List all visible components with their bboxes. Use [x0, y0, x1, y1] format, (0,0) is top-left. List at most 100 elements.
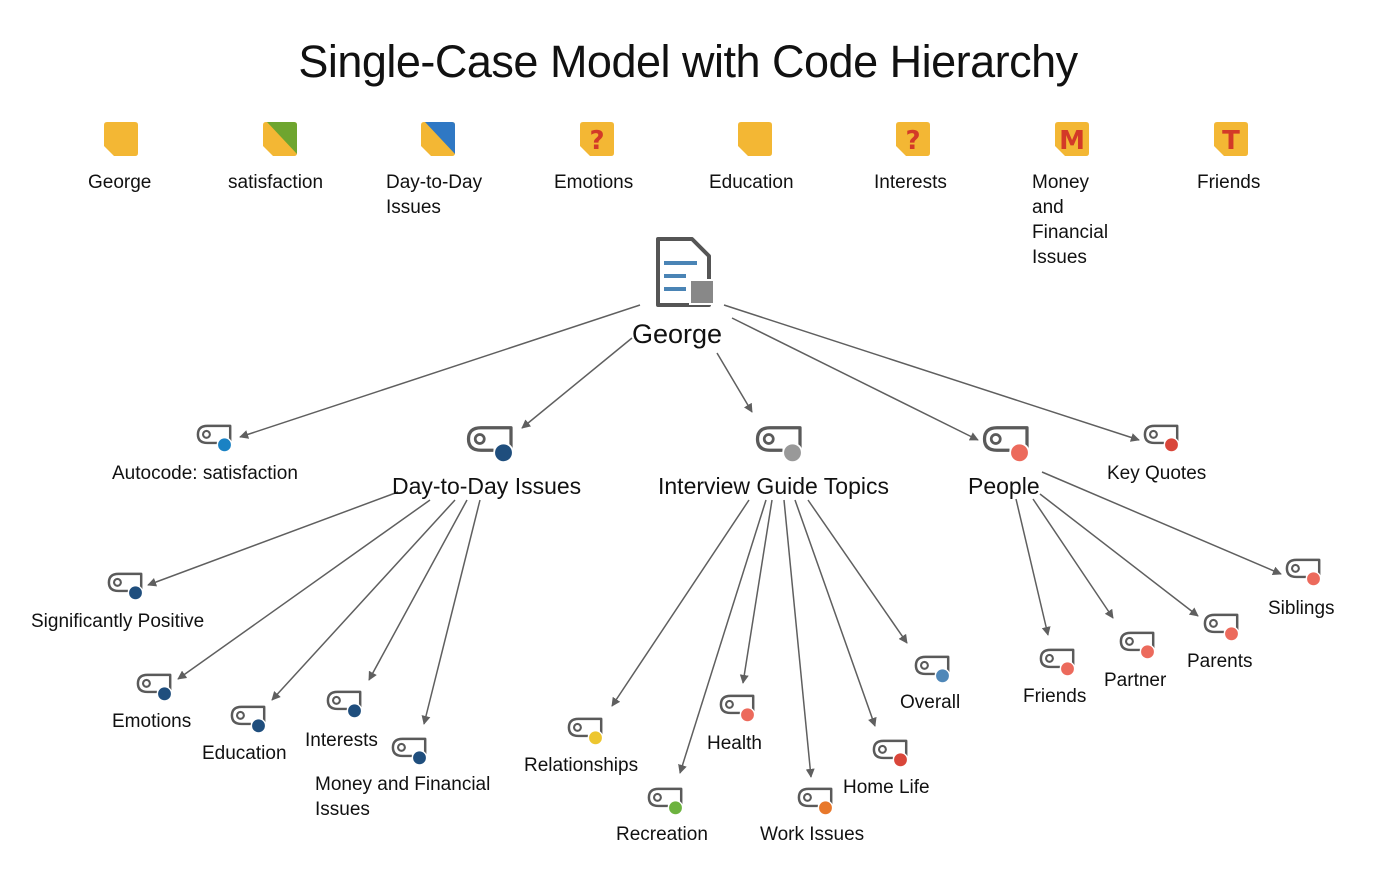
code-color-dot	[1305, 571, 1322, 587]
edge-igt-to-health	[739, 499, 773, 684]
legend-label: Emotions	[554, 172, 634, 193]
code-icon	[230, 705, 267, 734]
code-node-label: Partner	[1104, 670, 1167, 691]
code-color-dot	[782, 442, 803, 464]
code-color-dot	[411, 750, 428, 766]
code-icon	[567, 717, 604, 746]
edge-daytoday-to-interests	[368, 499, 468, 681]
edge-daytoday-to-education	[271, 499, 456, 701]
code-color-dot	[817, 800, 834, 816]
code-node-label: Friends	[1023, 686, 1087, 707]
code-color-dot	[250, 718, 267, 734]
code-icon	[107, 572, 144, 601]
edge-root-to-people	[731, 317, 979, 441]
edge-daytoday-to-sigpos	[147, 491, 399, 587]
edge-igt-to-relationships	[611, 499, 750, 707]
legend-label: George	[88, 172, 152, 193]
edge-igt-to-overall	[807, 499, 908, 644]
question-source-icon: ?	[896, 122, 930, 156]
code-color-dot	[346, 703, 363, 719]
edge-igt-to-homelife	[794, 499, 877, 727]
code-icon	[1285, 558, 1322, 587]
code-node-label: Money and Financial Issues	[315, 774, 491, 820]
edge-igt-to-recreation	[678, 499, 767, 774]
root-node-george[interactable]: George	[630, 236, 740, 356]
code-node-label: Home Life	[843, 777, 930, 798]
code-color-dot	[493, 442, 514, 464]
root-node-label: George	[632, 319, 723, 349]
code-icon	[1143, 424, 1180, 453]
code-node-label: People	[968, 473, 1040, 499]
legend-glyph: T	[1222, 126, 1240, 156]
edge-root-to-daytoday	[521, 337, 633, 429]
code-icon	[1039, 648, 1076, 677]
code-color-dot	[156, 686, 173, 702]
code-node-label: Parents	[1187, 651, 1253, 672]
code-node-label: Interview Guide Topics	[658, 473, 889, 499]
code-color-dot	[1009, 442, 1030, 464]
memo-source-icon: M	[1055, 122, 1089, 156]
code-icon	[196, 424, 233, 453]
code-node-label: Significantly Positive	[31, 611, 205, 632]
code-color-dot	[1223, 626, 1240, 642]
code-node-label: Autocode: satisfaction	[112, 463, 298, 484]
question-source-icon: ?	[580, 122, 614, 156]
edge-root-to-autocode	[239, 304, 641, 439]
case-note-icon	[104, 122, 138, 156]
case-document-icon	[656, 237, 715, 307]
autocode-source-icon	[263, 122, 297, 156]
legend-label: Interests	[874, 172, 947, 193]
code-color-dot	[1059, 661, 1076, 677]
code-color-dot	[216, 437, 233, 453]
code-icon	[797, 787, 834, 816]
edge-root-to-igt	[716, 352, 753, 413]
legend-glyph: M	[1059, 126, 1085, 156]
diagram-title: Single-Case Model with Code Hierarchy	[298, 36, 1078, 87]
code-icon	[466, 426, 514, 464]
code-node-label: Education	[202, 743, 287, 764]
code-icon	[719, 694, 756, 723]
edge-people-to-parents	[1039, 493, 1199, 617]
legend-label: Money and Financial Issues	[1032, 172, 1109, 268]
code-node-label: Emotions	[112, 711, 192, 732]
code-icon	[326, 690, 363, 719]
code-icon	[391, 737, 428, 766]
legend-glyph: ?	[905, 126, 920, 156]
code-icon	[1119, 631, 1156, 660]
code-node-label: Siblings	[1268, 598, 1335, 619]
text-source-icon: T	[1214, 122, 1248, 156]
code-icon	[982, 426, 1030, 464]
code-icon	[914, 655, 951, 684]
code-node-label: Recreation	[616, 824, 708, 845]
edge-people-to-friends	[1015, 498, 1051, 636]
code-node-label: Overall	[900, 692, 961, 713]
code-color-dot	[1163, 437, 1180, 453]
edge-igt-to-workissues	[783, 499, 815, 778]
code-icon	[755, 426, 803, 464]
code-color-dot	[739, 707, 756, 723]
code-icon	[136, 673, 173, 702]
legend-glyph: ?	[589, 126, 604, 156]
code-color-dot	[587, 730, 604, 746]
legend-label: Friends	[1197, 172, 1261, 193]
code-icon	[1203, 613, 1240, 642]
edge-daytoday-to-emotions	[177, 499, 431, 680]
legend-label: satisfaction	[228, 172, 324, 193]
code-color-dot	[127, 585, 144, 601]
code-icon	[872, 739, 909, 768]
edge-people-to-siblings	[1041, 471, 1282, 575]
code-node-label: Day-to-Day Issues	[392, 473, 582, 499]
code-node-label: Relationships	[524, 755, 639, 776]
edge-root-to-keyquotes	[723, 304, 1140, 442]
code-node-label: Work Issues	[760, 824, 865, 845]
code-source-icon	[421, 122, 455, 156]
code-node-label: Interests	[305, 730, 378, 751]
code-node-label: Health	[707, 733, 762, 754]
code-color-dot	[667, 800, 684, 816]
code-color-dot	[934, 668, 951, 684]
legend-label: Day-to-Day Issues	[386, 172, 483, 218]
source-icon	[738, 122, 772, 156]
legend-label: Education	[709, 172, 794, 193]
code-color-dot	[1139, 644, 1156, 660]
